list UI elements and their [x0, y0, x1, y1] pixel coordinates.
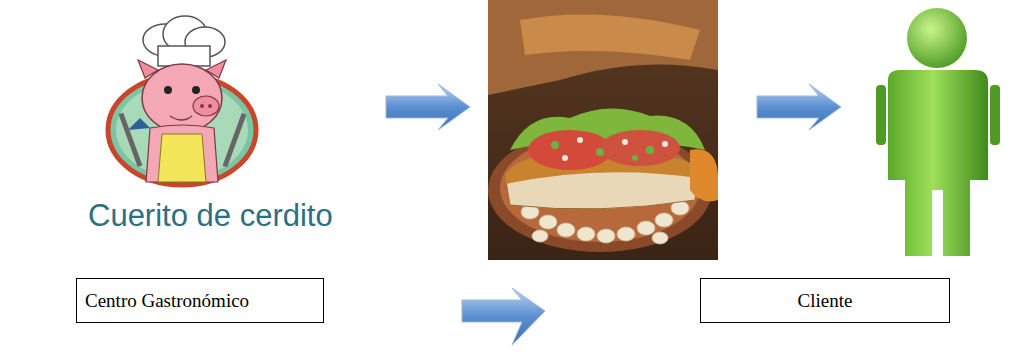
flow-arrow [386, 84, 470, 130]
food-photo [488, 0, 718, 260]
pig-logo [108, 16, 256, 185]
process-box: Cliente [700, 278, 950, 323]
process-box: Centro Gastronómico [76, 278, 324, 323]
flow-arrow [462, 288, 545, 345]
client-figure [876, 8, 1000, 256]
box-text: Cliente [798, 290, 853, 312]
flow-arrow [757, 84, 841, 130]
logo-text: Cuerito de cerdito [88, 198, 333, 234]
box-text: Centro Gastronómico [85, 290, 249, 312]
